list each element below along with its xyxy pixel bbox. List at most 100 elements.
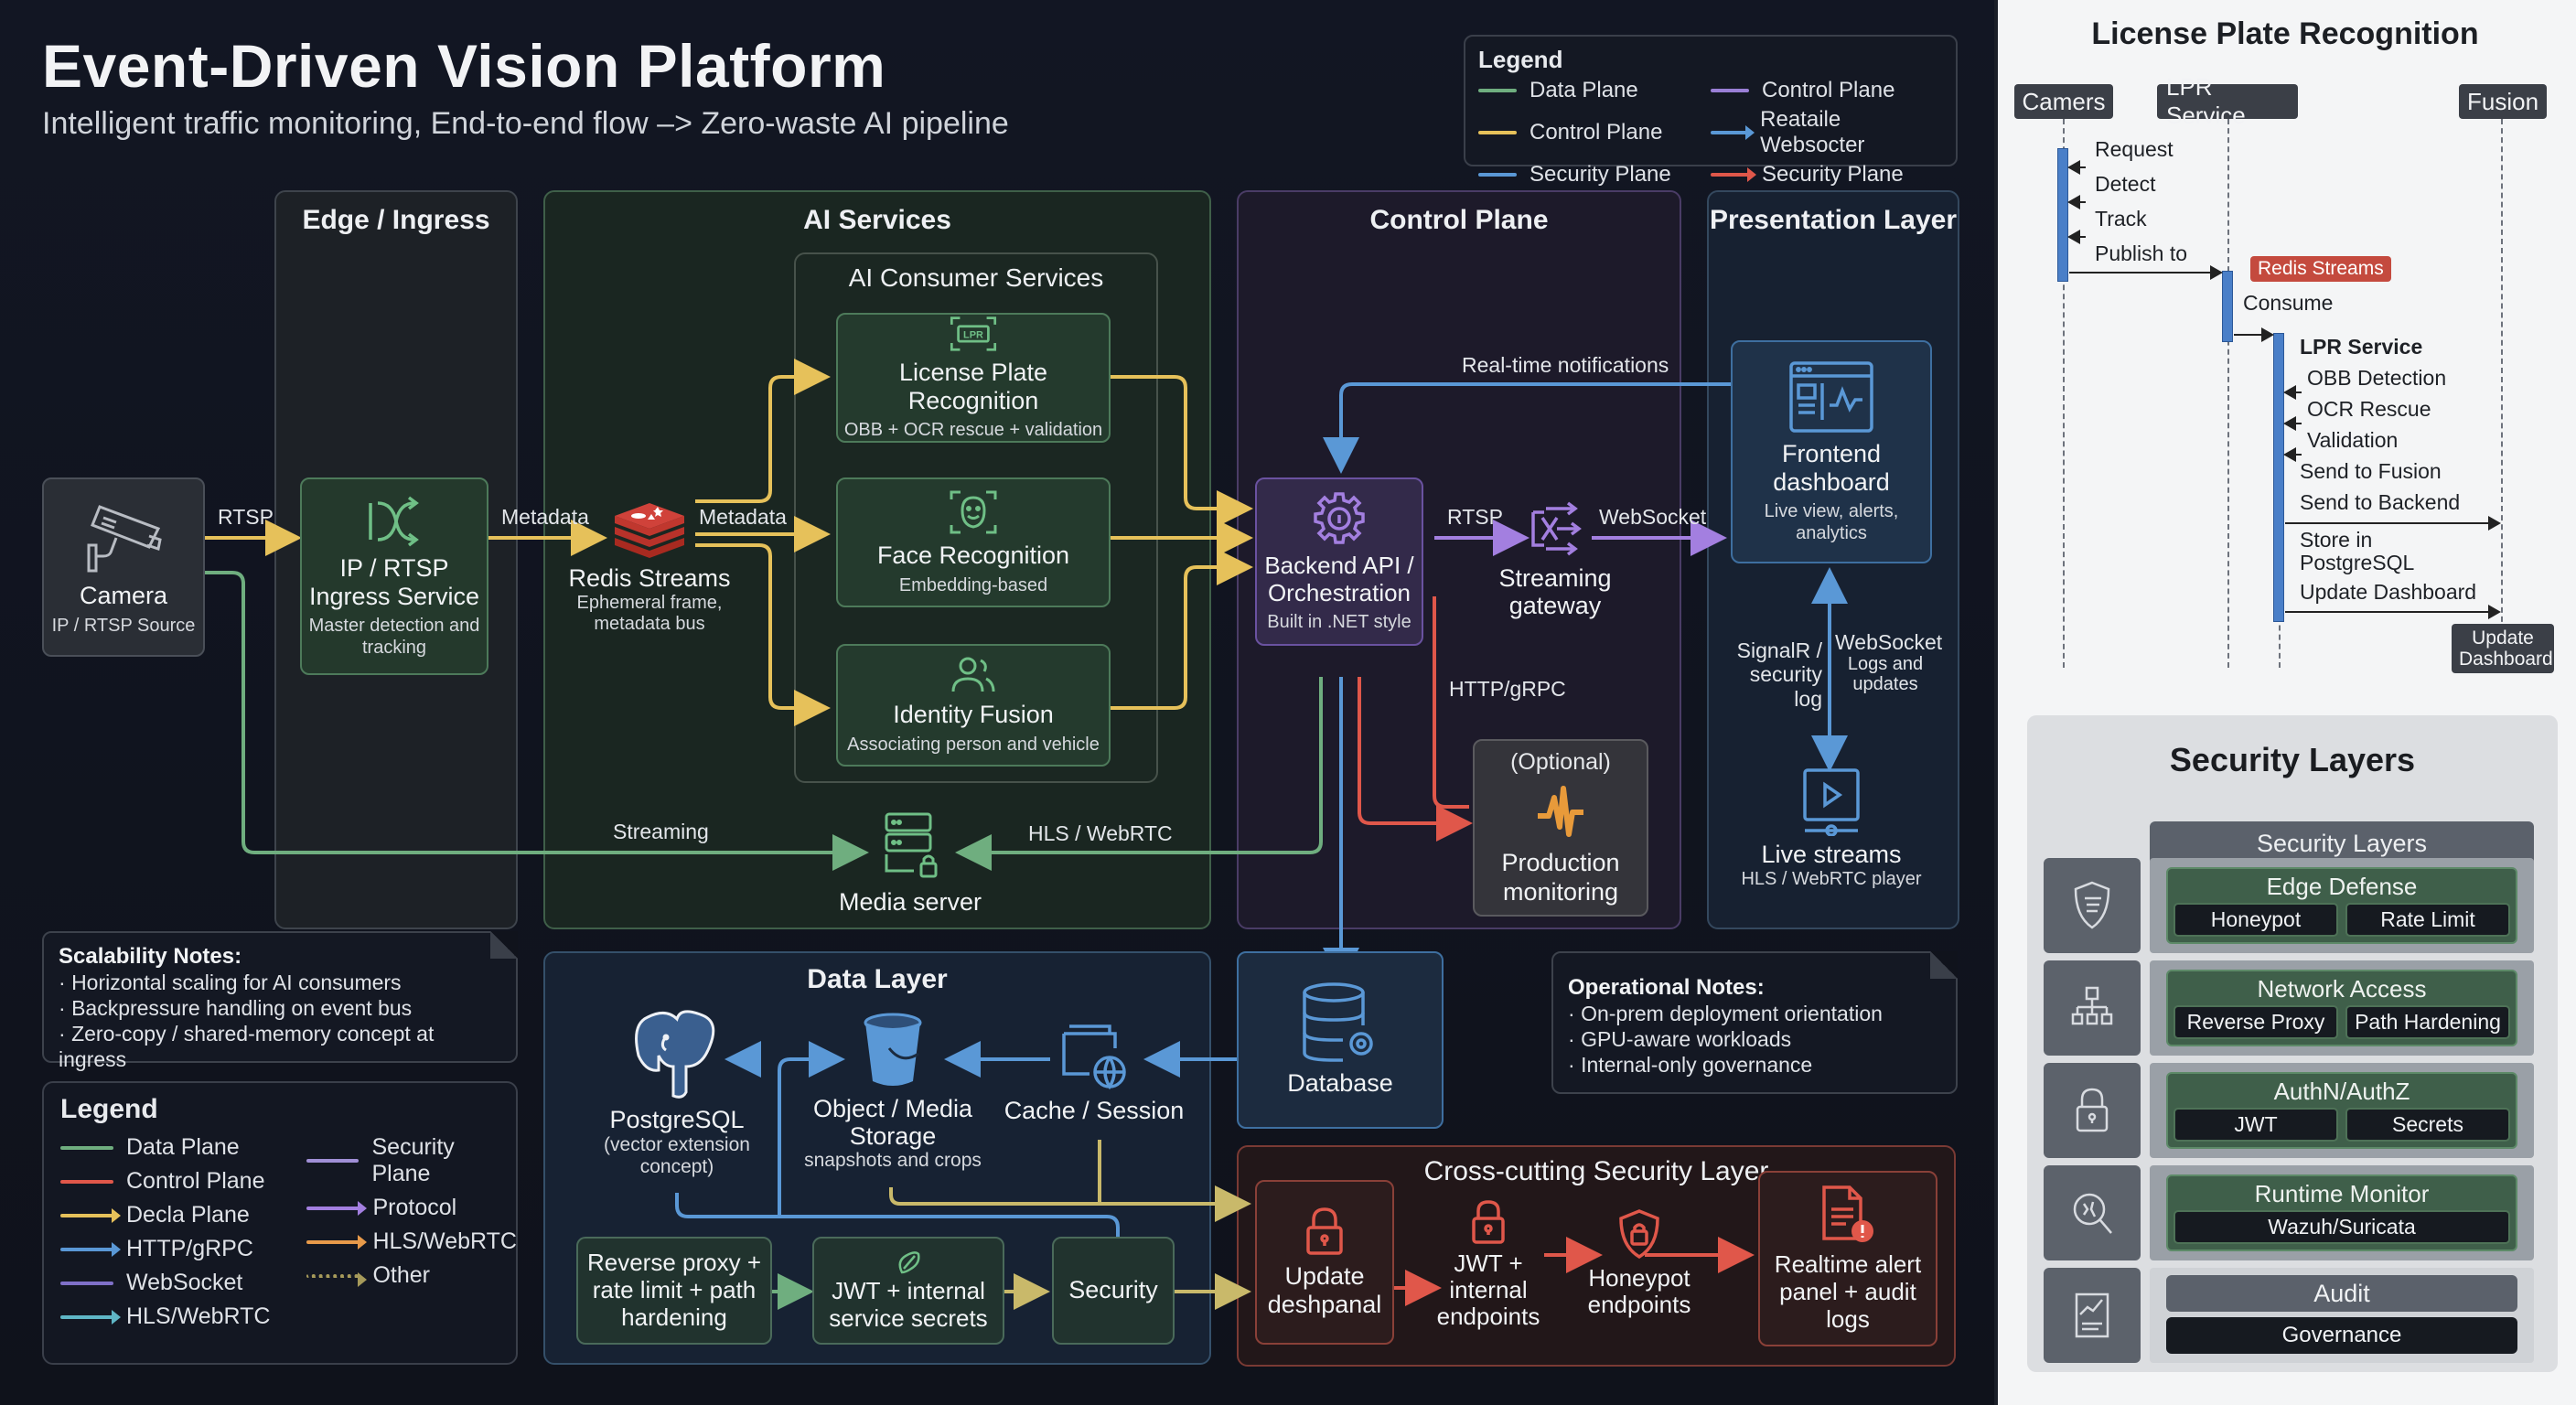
node-license-plate-recognition[interactable]: LPR License Plate Recognition OBB + OCR … <box>836 313 1111 443</box>
edge-label-streaming: Streaming <box>613 820 709 843</box>
legend-arrow-icon <box>60 1309 121 1325</box>
sequence-message: Publish to <box>2095 241 2188 265</box>
node-streaming-gateway[interactable]: Streaming gateway <box>1482 501 1628 619</box>
database-gear-icon <box>1303 982 1373 1063</box>
sequence-actor-fusion: Fusion <box>2459 84 2547 119</box>
sequence-arrow <box>2283 385 2302 400</box>
lock-icon <box>1306 1207 1343 1255</box>
node-update-dashboard-sec[interactable]: Update deshpanal <box>1255 1180 1394 1345</box>
sequence-message: Update Dashboard <box>2300 580 2477 604</box>
svg-text:LPR: LPR <box>963 330 983 341</box>
node-camera[interactable]: Camera IP / RTSP Source <box>42 477 205 657</box>
node-ingress-service[interactable]: IP / RTSP Ingress Service Master detecti… <box>300 477 488 675</box>
node-redis-streams[interactable]: Redis Streams Ephemeral frame, metadata … <box>558 501 741 635</box>
node-postgresql[interactable]: PostgreSQL (vector extension concept) <box>567 1006 787 1178</box>
sequence-message: Track <box>2095 207 2147 231</box>
legend-item: HTTP/gRPC <box>60 1236 270 1262</box>
legend-item: Security Plane <box>1711 162 1943 188</box>
sequence-participant-label: LPR Service <box>2300 335 2423 359</box>
legend-item: Data Plane <box>60 1134 270 1161</box>
layer-title: AI Consumer Services <box>848 263 1104 292</box>
security-chip: Honeypot <box>2174 903 2338 937</box>
sequence-message: Detect <box>2095 172 2156 196</box>
sequence-title: License Plate Recognition <box>2091 16 2479 51</box>
node-face-recognition[interactable]: Face Recognition Embedding-based <box>836 477 1111 607</box>
legend-bottom: Legend Data Plane Control Plane Decla Pl… <box>42 1081 518 1365</box>
legend-line-icon <box>1478 89 1517 92</box>
security-chip: Path Hardening <box>2345 1005 2510 1039</box>
bucket-icon <box>864 1013 922 1086</box>
sequence-arrow <box>2283 447 2302 462</box>
security-row-audit: Audit Governance <box>2150 1268 2534 1363</box>
node-production-monitoring[interactable]: (Optional) Production monitoring <box>1473 739 1648 917</box>
node-database[interactable]: Database <box>1237 951 1444 1129</box>
layer-title: Presentation Layer <box>1709 205 1958 235</box>
node-live-streams[interactable]: Live streams HLS / WebRTC player <box>1734 767 1928 890</box>
sequence-message: OCR Rescue <box>2307 397 2431 421</box>
lpr-scan-icon: LPR <box>950 316 997 351</box>
legend-line-icon <box>1478 131 1517 134</box>
sequence-arrow <box>2283 416 2302 431</box>
sequence-arrow <box>2067 195 2086 209</box>
redis-streams-badge: Redis Streams <box>2250 256 2391 282</box>
note-fold-icon <box>1930 951 1958 979</box>
sequence-message: Send to Fusion <box>2300 459 2442 483</box>
security-layers-card: Security Layers Security Layers Edge Def… <box>2027 715 2558 1372</box>
legend-line-icon <box>60 1179 113 1184</box>
legend-arrow-icon <box>1711 125 1755 140</box>
node-honeypot-endpoints[interactable]: Honeypot endpoints <box>1577 1207 1701 1318</box>
node-frontend-dashboard[interactable]: Frontend dashboard Live view, alerts, an… <box>1731 340 1932 563</box>
legend-top: Legend Data Plane Control Plane Control … <box>1464 35 1958 187</box>
node-security[interactable]: Security <box>1052 1237 1175 1345</box>
sequence-message: Consume <box>2243 291 2334 315</box>
layer-title: Control Plane <box>1369 205 1549 235</box>
node-identity-fusion[interactable]: Identity Fusion Associating person and v… <box>836 644 1111 767</box>
operational-notes: Operational Notes: · On-prem deployment … <box>1551 951 1958 1094</box>
security-chip: Reverse Proxy <box>2174 1005 2338 1039</box>
security-camera-icon <box>87 505 162 573</box>
layer-title: Edge / Ingress <box>302 205 490 235</box>
node-jwt-secrets[interactable]: JWT + internal service secrets <box>812 1237 1004 1345</box>
report-icon <box>2044 1268 2141 1363</box>
legend-arrow-icon <box>1711 167 1756 182</box>
lock-icon <box>2044 1063 2141 1158</box>
legend-item: HLS/WebRTC <box>60 1303 270 1330</box>
legend-line-icon <box>1478 173 1517 177</box>
video-player-icon <box>1803 768 1860 837</box>
legend-line-icon <box>60 1145 113 1150</box>
sequence-message: Request <box>2095 137 2174 161</box>
edge-label-websocket: WebSocket <box>1599 505 1707 529</box>
legend-title: Legend <box>1478 46 1563 73</box>
shield-lock-icon <box>1619 1209 1659 1260</box>
page-title: Event-Driven Vision Platform <box>42 32 886 100</box>
node-object-storage[interactable]: Object / Media Storage snapshots and cro… <box>792 1012 993 1172</box>
node-reverse-proxy[interactable]: Reverse proxy + rate limit + path harden… <box>576 1237 772 1345</box>
edge-label-websocket-logs: WebSocket Logs and updates <box>1835 630 1943 695</box>
node-media-server[interactable]: Media server <box>823 810 997 917</box>
shuffle-icon <box>369 496 419 547</box>
shield-list-icon <box>2044 858 2141 953</box>
node-jwt-internal-endpoints[interactable]: JWT + internal endpoints <box>1429 1198 1548 1330</box>
node-cache-session[interactable]: Cache / Session <box>1003 1017 1186 1125</box>
legend-item: Control Plane <box>60 1168 270 1195</box>
node-backend-api[interactable]: Backend API / Orchestration Built in .NE… <box>1255 477 1423 646</box>
legend-title: Legend <box>60 1094 158 1124</box>
lifeline <box>2501 119 2503 631</box>
edge-label-rtsp: RTSP <box>1447 505 1503 529</box>
legend-arrow-icon <box>60 1207 121 1223</box>
edge-label-realtime-notifications: Real-time notifications <box>1462 353 1669 377</box>
legend-item: WebSocket <box>60 1270 270 1296</box>
alert-document-icon <box>1822 1185 1873 1243</box>
security-chip: JWT <box>2174 1108 2338 1142</box>
node-realtime-alert[interactable]: Realtime alert panel + audit logs <box>1758 1171 1937 1346</box>
legend-dotted-arrow-icon <box>306 1271 368 1287</box>
users-icon <box>951 657 995 692</box>
legend-item: Other <box>306 1262 516 1289</box>
edge-label-signalr: SignalR / security log <box>1736 638 1822 711</box>
key-leaf-icon <box>898 1251 920 1274</box>
stream-switch-icon <box>1531 501 1582 556</box>
legend-arrow-icon <box>60 1241 121 1257</box>
activation-bar <box>2057 148 2068 282</box>
sequence-arrow <box>2234 327 2274 342</box>
